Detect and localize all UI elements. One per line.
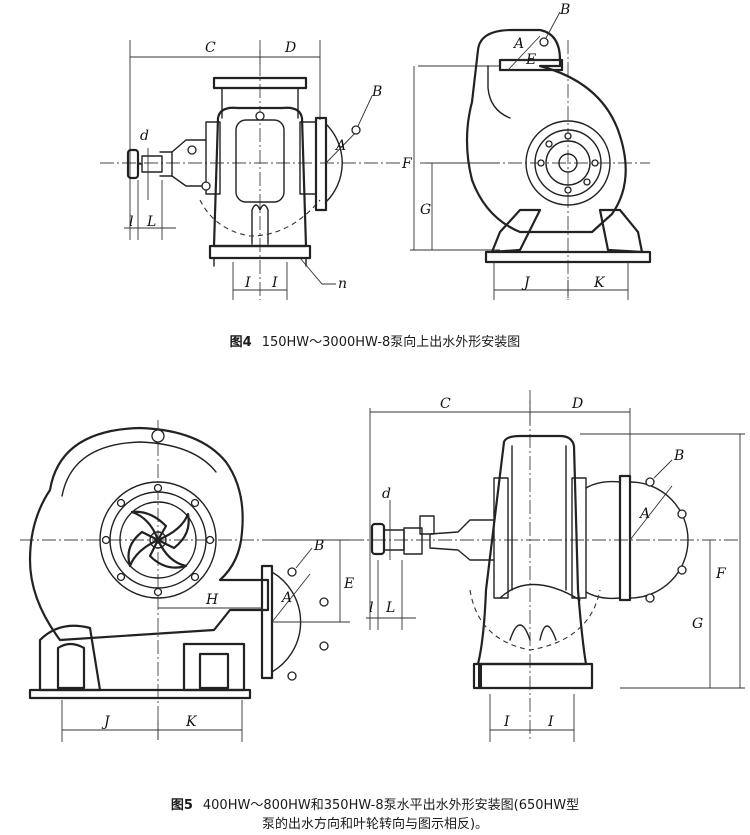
fig5-caption-line1: 400HW～800HW和350HW-8泵水平出水外形安装图(650HW型 — [202, 798, 580, 813]
fig5-label-d: d — [382, 486, 391, 502]
fig4-front-view — [410, 11, 652, 300]
fig5-number: 图5 — [170, 798, 193, 813]
fig4-number: 图4 — [229, 335, 252, 350]
fig5-caption-line2: 泵的出水方向和叶轮转向与图示相反)。 — [261, 817, 489, 832]
fig4-label-E: E — [525, 52, 536, 68]
fig5-label-I1: I — [503, 714, 510, 730]
fig4-label-B-top: B — [559, 2, 570, 18]
fig4-label-G: G — [420, 202, 431, 218]
fig4-label-I1: I — [244, 275, 251, 291]
fig5-labels: B A E H J K C D B A F G d l L I I — [101, 396, 727, 730]
fig5-label-E: E — [343, 576, 354, 592]
fig4-caption: 图4 150HW～3000HW-8泵向上出水外形安装图 — [0, 333, 750, 352]
fig5-label-J: J — [101, 714, 111, 730]
fig4-label-A-top: A — [512, 36, 524, 52]
fig4-label-L: L — [146, 214, 156, 230]
fig5-caption-line1-wrap: 图5 400HW～800HW和350HW-8泵水平出水外形安装图(650HW型 — [0, 796, 750, 815]
fig5-label-A-left: A — [280, 590, 292, 606]
fig5-label-D: D — [571, 396, 583, 412]
fig4-label-I2: I — [271, 275, 278, 291]
fig5-side-view — [350, 390, 745, 742]
fig4-label-D: D — [284, 40, 296, 56]
fig4-label-l: l — [129, 214, 133, 230]
fig4-label-d: d — [140, 128, 149, 144]
fig4-side-view — [100, 40, 400, 300]
fig4-label-C: C — [205, 40, 216, 56]
fig5-label-K: K — [185, 714, 198, 730]
fig5-label-l: l — [369, 600, 373, 616]
fig4-label-n: n — [338, 276, 347, 292]
fig5-label-L: L — [385, 600, 395, 616]
fig4-caption-text: 150HW～3000HW-8泵向上出水外形安装图 — [261, 335, 521, 350]
fig5-label-I2: I — [547, 714, 554, 730]
fig5-front-view — [20, 420, 350, 742]
fig5-label-F: F — [715, 566, 727, 582]
fig4-label-J: J — [521, 275, 531, 291]
fig5-label-B-left: B — [313, 538, 324, 554]
fig4-label-B-side: B — [371, 84, 382, 100]
fig4-label-A-side: A — [334, 138, 346, 154]
fig5-label-G: G — [692, 616, 703, 632]
fig4-labels: C D B A d l L I I n B A E F G J K — [129, 2, 606, 292]
fig5-caption: 图5 400HW～800HW和350HW-8泵水平出水外形安装图(650HW型 泵… — [0, 796, 750, 834]
fig5-label-A-right: A — [638, 506, 650, 522]
fig5-label-B-right: B — [673, 448, 684, 464]
fig5-label-C: C — [440, 396, 451, 412]
fig4-label-K: K — [593, 275, 606, 291]
fig5-label-H: H — [205, 592, 219, 608]
fig4-label-F: F — [401, 156, 413, 172]
